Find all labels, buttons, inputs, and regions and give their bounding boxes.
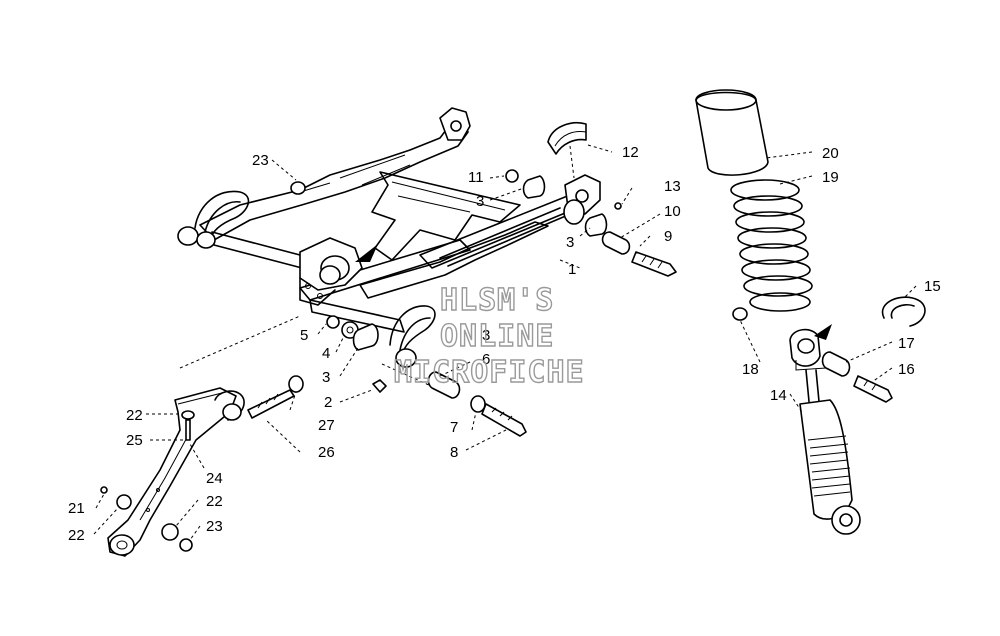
callout-2: 2 <box>324 394 332 411</box>
nut-23-upper <box>290 181 306 195</box>
center-bearing-housing <box>299 237 363 291</box>
left-hardware-stack <box>326 315 379 351</box>
bushing-3-right <box>584 213 608 237</box>
callout-8: 8 <box>450 444 458 461</box>
rail-end-bracket <box>439 107 471 141</box>
right-u-loop <box>389 305 436 357</box>
bushing-3-top <box>522 175 546 199</box>
callout-11: 11 <box>468 169 484 186</box>
callout-3-top: 3 <box>476 193 484 210</box>
sleeve-17 <box>821 351 851 377</box>
left-u-loop <box>194 190 250 241</box>
lower-bracket-assembly <box>100 375 304 557</box>
callout-20: 20 <box>822 145 839 162</box>
callout-leaders <box>93 144 917 541</box>
callout-9: 9 <box>664 228 672 245</box>
bolt-26 <box>247 389 295 419</box>
shock-body-14 <box>799 399 853 520</box>
nut-23-lower <box>179 538 193 552</box>
callout-18: 18 <box>742 361 759 378</box>
fitting-13 <box>614 202 622 210</box>
pin-25 <box>185 419 191 441</box>
callout-6: 6 <box>482 351 490 368</box>
cross-frame <box>371 171 521 261</box>
callout-19: 19 <box>822 169 839 186</box>
callout-1: 1 <box>568 261 576 278</box>
callout-4: 4 <box>322 345 330 362</box>
callout-17: 17 <box>898 335 915 352</box>
nut-11 <box>505 169 519 183</box>
bolt-9 <box>631 251 677 277</box>
callout-15: 15 <box>924 278 941 295</box>
bump-stop-20 <box>695 91 769 176</box>
bushing-3-left <box>352 323 379 351</box>
swing-arm-assembly <box>177 107 601 391</box>
bolt-8 <box>481 403 527 437</box>
center-hardware-stack <box>372 371 527 437</box>
callout-22-right: 22 <box>206 493 223 510</box>
watermark-line-3: MICROFICHE <box>394 355 585 390</box>
callout-3-left: 3 <box>322 369 330 386</box>
callout-3-right: 3 <box>566 234 574 251</box>
callout-13: 13 <box>664 178 681 195</box>
callout-23-lower: 23 <box>206 518 223 535</box>
upper-right-hardware <box>505 122 677 277</box>
direction-arrow <box>355 244 378 262</box>
callout-12: 12 <box>622 144 639 161</box>
fitting-21 <box>100 486 108 494</box>
spring-19 <box>730 179 813 312</box>
washer-22-right <box>161 523 179 541</box>
fitting-2 <box>372 379 387 393</box>
nut-5 <box>326 315 340 329</box>
cap-12 <box>547 122 587 155</box>
nut-18 <box>732 307 748 321</box>
washer-7 <box>470 395 486 413</box>
callout-10: 10 <box>664 203 681 220</box>
lower-right-rail <box>359 221 549 299</box>
main-shaft-tube <box>211 231 303 269</box>
shaft-end-cap <box>563 199 585 225</box>
callout-3-center: 3 <box>482 327 490 344</box>
upper-left-rail <box>199 117 469 241</box>
watermark: HLSM'S ONLINE MICROFICHE <box>393 282 585 390</box>
watermark-line-1: HLSM'S <box>440 283 554 318</box>
sleeve-10 <box>601 231 631 255</box>
shock-lower-eye <box>831 505 861 535</box>
washer-22-upper <box>181 410 195 420</box>
callout-23-upper: 23 <box>252 152 269 169</box>
callout-26: 26 <box>318 444 335 461</box>
nut-27 <box>288 375 304 393</box>
callout-14: 14 <box>770 387 787 404</box>
callout-21: 21 <box>68 500 85 517</box>
callout-27: 27 <box>318 417 335 434</box>
callout-5: 5 <box>300 327 308 344</box>
callout-22-upper: 22 <box>126 407 143 424</box>
spacer-6 <box>427 371 461 399</box>
watermark-line-2: ONLINE <box>440 319 554 354</box>
callout-25: 25 <box>126 432 143 449</box>
shock-upper-eye <box>789 328 821 367</box>
shock-absorber-assembly <box>695 89 926 535</box>
washer-22-left <box>116 494 132 510</box>
callout-labels: 23 12 20 11 13 19 3 10 3 9 1 15 5 3 17 4… <box>68 144 941 544</box>
callout-16: 16 <box>898 361 915 378</box>
clip-15 <box>881 296 926 327</box>
callout-24: 24 <box>206 470 223 487</box>
callout-22-left: 22 <box>68 527 85 544</box>
callout-7: 7 <box>450 419 458 436</box>
